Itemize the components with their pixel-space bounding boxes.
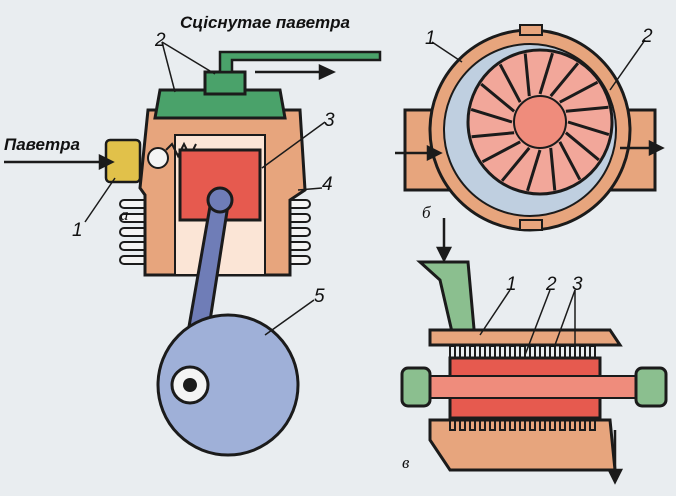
label-c3: 3	[572, 274, 583, 295]
wrist-pin	[206, 186, 234, 214]
top-flange	[519, 24, 543, 36]
impeller-blade	[538, 52, 554, 95]
label-b2: 2	[641, 26, 653, 47]
fig-b-label: б	[422, 203, 431, 222]
impeller-blade	[559, 80, 599, 104]
impeller-blade	[470, 108, 513, 124]
impeller-blade	[480, 82, 516, 113]
left-bearing	[400, 366, 432, 408]
label-a2: 2	[154, 30, 166, 51]
impeller-blade	[558, 141, 582, 181]
outlet-arrow	[255, 64, 336, 80]
right-bearing	[634, 366, 668, 408]
casing-bottom	[428, 418, 617, 472]
rotor-blades	[449, 345, 600, 431]
rotor-blade-row	[449, 345, 600, 359]
label-b1: 1	[425, 28, 436, 49]
impeller-blade	[498, 63, 522, 103]
bottom-flange	[519, 219, 543, 231]
leader-lines-c	[479, 289, 576, 356]
impeller-blade	[481, 140, 521, 164]
impeller-blade	[564, 131, 600, 162]
impeller-blade	[523, 53, 531, 97]
flow-arrows-c	[435, 218, 624, 485]
casing-top	[428, 328, 623, 347]
impeller-blade	[549, 62, 580, 98]
flow-arrows-b	[395, 139, 665, 162]
impeller-blade	[567, 120, 610, 136]
leader-lines-b	[431, 39, 646, 91]
label-a1: 1	[72, 220, 83, 241]
fig-c-label: в	[402, 453, 410, 472]
rotor-blade-row	[449, 417, 600, 431]
impeller-blade	[565, 105, 609, 113]
shaft	[407, 375, 651, 399]
label-a4: 4	[322, 174, 333, 195]
impeller-blade	[549, 147, 557, 191]
crank-pin	[183, 378, 197, 392]
impeller-blade	[500, 146, 531, 182]
compressed-air-label: Сціснутае паветра	[180, 13, 350, 32]
impeller-hub	[513, 95, 567, 149]
label-a3: 3	[324, 110, 335, 131]
axial-compressor	[400, 218, 668, 485]
air-label: Паветра	[4, 135, 80, 154]
label-c2: 2	[545, 274, 557, 295]
flywheel	[156, 313, 300, 457]
impeller-blades	[470, 52, 610, 192]
inlet-arrow	[4, 153, 115, 171]
valve-box	[203, 70, 247, 96]
impeller-blade	[471, 131, 515, 139]
piston-compressor	[4, 41, 382, 457]
liquid-ring-compressor	[395, 24, 665, 232]
outlet-pipe	[218, 50, 382, 74]
label-c1: 1	[506, 274, 517, 295]
leader-lines-a	[84, 41, 326, 336]
label-a5: 5	[314, 286, 325, 307]
fig-a-label: а	[120, 205, 129, 224]
impeller-blade	[526, 149, 542, 192]
